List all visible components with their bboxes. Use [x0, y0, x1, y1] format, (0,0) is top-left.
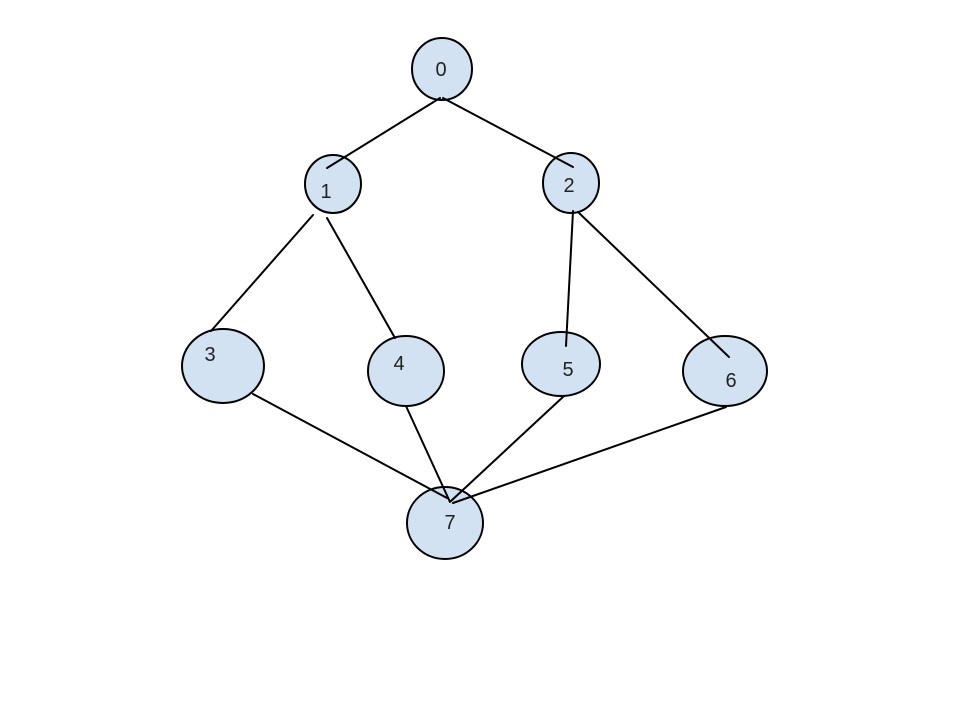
node-label-2: 2 [563, 175, 574, 197]
edge-3-7[interactable] [252, 393, 448, 499]
node-label-4: 4 [393, 353, 404, 375]
node-label-7: 7 [444, 512, 455, 534]
node-label-3: 3 [204, 344, 215, 366]
edge-0-1[interactable] [326, 97, 441, 169]
node-4[interactable] [367, 335, 445, 407]
edge-6-7[interactable] [452, 406, 727, 504]
node-2[interactable] [542, 152, 600, 214]
node-0[interactable] [411, 37, 473, 101]
node-7[interactable] [406, 486, 484, 560]
edge-5-7[interactable] [450, 395, 565, 502]
node-5[interactable] [521, 331, 601, 397]
node-3[interactable] [181, 328, 265, 404]
node-label-6: 6 [725, 370, 736, 392]
edge-4-7[interactable] [405, 405, 451, 503]
edge-1-4[interactable] [326, 217, 396, 339]
node-label-1: 1 [320, 181, 331, 203]
node-1[interactable] [304, 154, 362, 214]
node-label-0: 0 [435, 59, 446, 81]
node-6[interactable] [682, 335, 768, 407]
edge-2-6[interactable] [577, 211, 730, 358]
node-label-5: 5 [562, 359, 573, 381]
edge-2-5[interactable] [565, 210, 574, 347]
edge-1-3[interactable] [210, 214, 314, 332]
edge-0-2[interactable] [442, 97, 574, 168]
